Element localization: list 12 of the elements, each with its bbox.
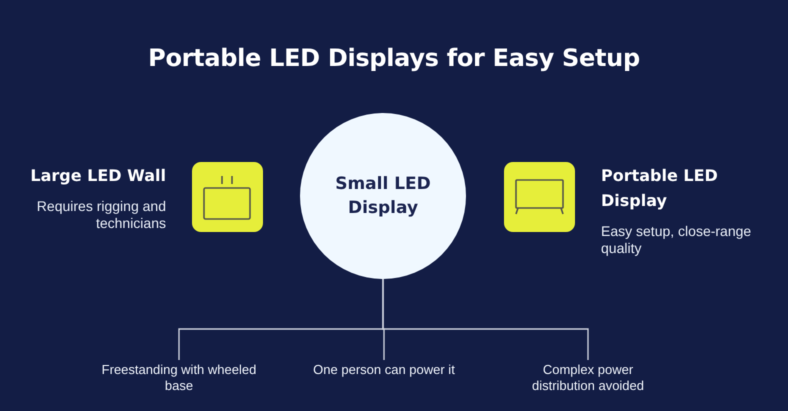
title: Portable LED Displays for Easy Setup <box>147 43 641 74</box>
node-heading: Portable LED Display <box>601 165 719 212</box>
node-heading: Large LED Wall <box>30 165 166 187</box>
connector-line <box>382 279 589 360</box>
hanging-screen-icon <box>192 162 263 232</box>
branch-label: Freestanding with wheeled base <box>91 362 267 394</box>
branch-label: Complex power distribution avoided <box>522 362 654 394</box>
branch-label: One person can power it <box>296 362 472 378</box>
tv-icon <box>504 162 575 232</box>
node-description: Requires rigging and technicians <box>36 198 166 232</box>
node-description: Easy setup, close-range quality <box>601 223 752 257</box>
node-label: Small LED Display <box>334 173 432 220</box>
